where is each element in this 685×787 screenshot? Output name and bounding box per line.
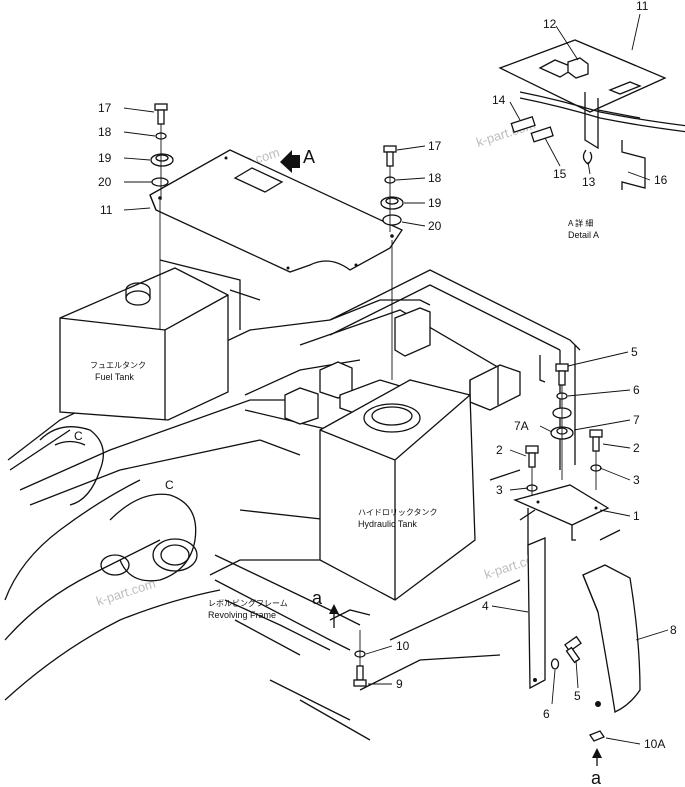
bolt-17-left-head [154,103,168,111]
callout-2-mid: 2 [496,443,503,457]
right-bolt-stack [380,145,404,232]
hydraulic-tank-drawing: ハイドロリックタンク Hydraulic Tank [319,379,476,601]
view-a-arrow-icon [280,150,300,173]
callout-19-right: 19 [428,196,442,210]
revolving-frame-en-label: Revolving Frame [208,610,276,620]
callout-6-top: 6 [633,383,640,397]
callout-5-top: 5 [631,345,638,359]
callout-7: 7 [633,413,640,427]
callout-10: 10 [396,639,410,653]
callout-labels: 11 12 14 15 13 16 17 18 19 20 11 17 18 1… [98,0,677,751]
callout-5-bottom: 5 [574,689,581,703]
callout-15: 15 [553,167,567,181]
revolving-frame-drawing: C C [4,259,621,741]
callout-3-mid: 3 [496,483,503,497]
arrow-a-bottom-icon [592,748,602,758]
callout-20-right: 20 [428,219,442,233]
callout-10a: 10A [644,737,665,751]
callout-13: 13 [582,175,596,189]
detail-a-drawing: A 詳 細 Detail A [498,39,685,240]
bore-mark-c2: C [74,429,83,443]
fuel-tank-en-label: Fuel Tank [95,372,134,382]
arrow-a-bottom-label: a [591,768,602,787]
arrow-a-label: a [312,588,323,608]
callout-4: 4 [482,599,489,613]
callout-12: 12 [543,17,557,31]
bracket-assembly-drawing [513,363,641,713]
callout-7a: 7A [514,419,529,433]
detail-a-jp-label: A 詳 細 [568,218,593,228]
left-bolt-stack [150,103,174,200]
pin-14 [510,115,536,133]
callout-18-right: 18 [428,171,442,185]
clip-13 [582,149,593,165]
callout-2-right: 2 [633,441,640,455]
pin-15 [530,126,554,143]
callout-8: 8 [670,623,677,637]
callout-11-left: 11 [100,203,113,217]
callout-20-left: 20 [98,175,112,189]
plate-10a [589,730,605,742]
callout-19-left: 19 [98,151,112,165]
callout-3-right: 3 [633,473,640,487]
fuel-tank-jp-label: フュエルタンク [90,361,146,370]
callout-17-right: 17 [428,139,442,153]
view-a-letter: A [303,147,315,167]
revolving-frame-jp-label: レボルビングフレーム [208,598,288,608]
callout-11-top: 11 [636,0,649,13]
callout-9: 9 [396,677,403,691]
arrow-a-icon [329,604,339,614]
callout-6-bottom: 6 [543,707,550,721]
hydraulic-tank-jp-label: ハイドロリックタンク [358,508,438,517]
washer-20-left [151,177,169,187]
callout-18-left: 18 [98,125,112,139]
callout-1: 1 [633,509,640,523]
fuel-tank-drawing: フュエルタンク Fuel Tank [59,267,229,421]
bottom-bolt-stack: a レボルビングフレーム Revolving Frame a [208,588,605,787]
callout-17-left: 17 [98,101,112,115]
hydraulic-tank-en-label: Hydraulic Tank [358,519,417,529]
callout-14: 14 [492,93,506,107]
leader-lines [123,13,669,745]
mount-19-left [150,153,174,167]
bore-mark-c1: C [165,478,174,492]
detail-a-en-label: Detail A [568,230,599,240]
callout-16: 16 [654,173,668,187]
cover-plate-drawing: A [149,147,403,380]
